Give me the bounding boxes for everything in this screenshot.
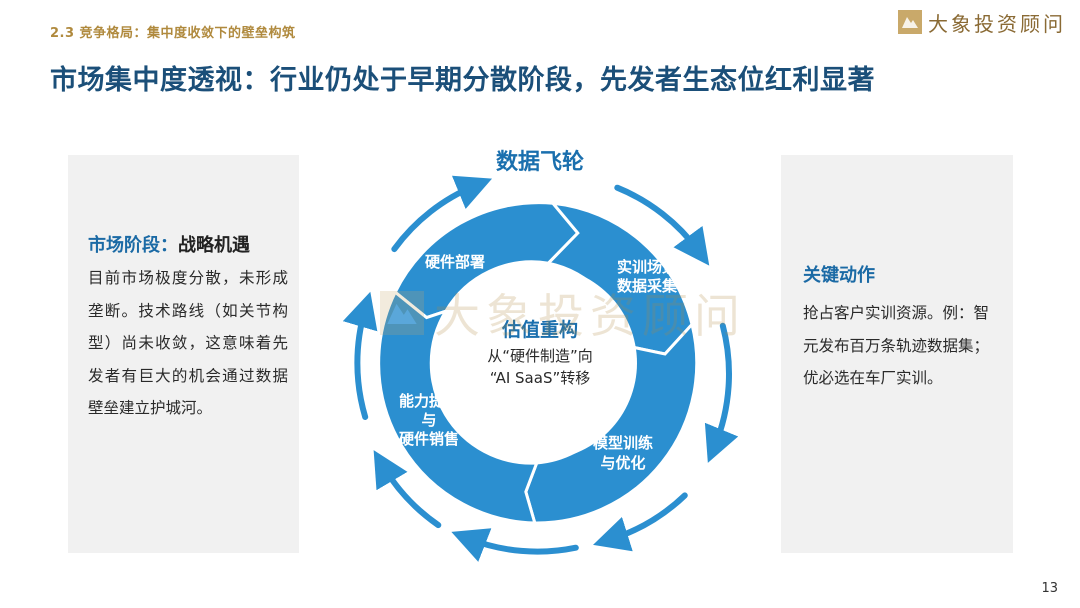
hub-line-1: 从“硬件制造”向: [487, 347, 593, 365]
right-panel: [781, 155, 1013, 553]
segment-label-capability-sales-3: 硬件销售: [399, 430, 459, 448]
segment-label-model-training-2: 与优化: [600, 454, 645, 472]
brand-logo: 大象投资顾问: [898, 8, 1066, 36]
left-panel: [68, 155, 299, 553]
page-number: 13: [1041, 581, 1058, 596]
outer-arrow-top-left: [391, 175, 493, 253]
hub-line-2: “AI SaaS”转移: [490, 369, 591, 387]
market-stage-value: 战略机遇: [178, 235, 250, 256]
hub-title: 估值重构: [501, 318, 578, 341]
outer-arrow-bottom: [451, 528, 579, 562]
outer-arrow-bottom-right: [593, 492, 688, 552]
outer-arrow-left: [342, 291, 378, 420]
market-stage-body: 目前市场极度分散，未形成垄断。技术路线（如关节构型）尚未收敛，这意味着先发者有巨…: [88, 269, 288, 417]
segment-label-training-data-1: 实训场景: [617, 258, 677, 276]
data-flywheel-diagram: 数据飞轮 估值重构 从“硬件制造”向 “AI SaaS”转移 硬件部署 实训场景…: [342, 149, 739, 562]
segment-label-capability-sales-1: 能力提升: [399, 392, 459, 410]
outer-arrow-right: [704, 322, 739, 463]
flywheel-hub: [443, 266, 637, 460]
segment-label-training-data-2: 数据采集: [617, 277, 678, 295]
outer-cycle-arrows: [342, 175, 739, 562]
outer-arrow-top-right: [614, 184, 710, 266]
market-stage-heading: 市场阶段：战略机遇: [88, 231, 250, 257]
segment-label-capability-sales-2: 与: [421, 411, 436, 429]
logo-text: 大象投资顾问: [928, 11, 1066, 36]
section-tag: 2.3 竞争格局：集中度收敛下的壁垒构筑: [50, 26, 296, 41]
page-title: 市场集中度透视：行业仍处于早期分散阶段，先发者生态位红利显著: [50, 65, 875, 96]
segment-capability-sales: [377, 289, 539, 525]
segment-label-hardware-deployment: 硬件部署: [425, 253, 485, 271]
market-stage-key: 市场阶段：: [88, 235, 178, 256]
elephant-logo-icon: [898, 10, 922, 34]
outer-arrow-bottom-left: [373, 450, 442, 529]
key-actions-body: 抢占客户实训资源。例：智元发布百万条轨迹数据集；优必选在车厂实训。: [803, 304, 990, 387]
flywheel-title: 数据飞轮: [496, 149, 584, 175]
segment-label-model-training-1: 模型训练: [593, 434, 653, 452]
key-actions-heading: 关键动作: [803, 265, 875, 286]
